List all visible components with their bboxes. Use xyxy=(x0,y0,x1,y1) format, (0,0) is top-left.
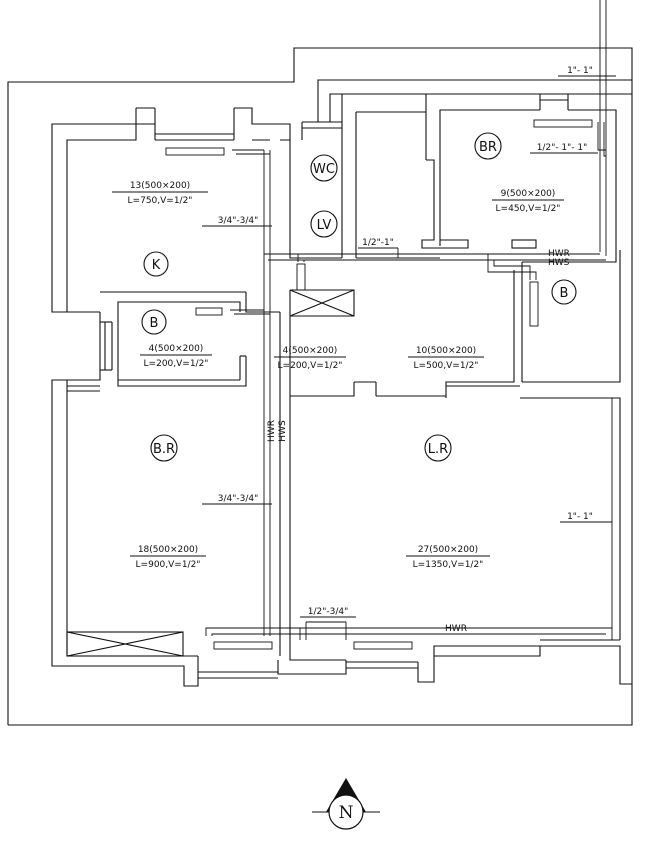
room-circle-bedroom-2 xyxy=(150,434,178,462)
room-circle-bath-1 xyxy=(141,309,167,335)
room-label-living-room: L.R xyxy=(428,442,448,457)
pipe-label-supply-vertical: HWS xyxy=(278,420,288,442)
radiator-detail-living-room: L=1350,V=1/2" xyxy=(413,560,484,570)
room-circle-kitchen xyxy=(143,251,169,277)
room-label-kitchen: K xyxy=(152,258,161,273)
pipe-label-return-vertical: HWR xyxy=(267,420,277,442)
radiator-spec-bedroom-1: 9(500×200) xyxy=(501,189,556,199)
room-circle-bath-2 xyxy=(551,279,577,305)
radiator-spec-bedroom-2: 18(500×200) xyxy=(138,545,198,555)
radiator-spec-hall-right: 10(500×200) xyxy=(416,346,476,356)
radiator-detail-bedroom-1: L=450,V=1/2" xyxy=(496,204,561,214)
room-circle-wc xyxy=(310,154,338,182)
radiator-spec-kitchen: 13(500×200) xyxy=(130,181,190,191)
pipe-size-kitchen: 3/4"-3/4" xyxy=(218,216,259,226)
room-label-wc: WC xyxy=(313,162,335,177)
radiator-spec-bath: 4(500×200) xyxy=(149,344,204,354)
room-label-bedroom-1: BR xyxy=(479,140,497,155)
room-circle-lavatory xyxy=(310,210,338,238)
radiator-annotations: 13(500×200) L=750,V=1/2" 4(500×200) L=20… xyxy=(112,181,564,570)
room-circle-living-room xyxy=(424,434,452,462)
pipe-size-annotations: 1"- 1" 1/2"- 1"- 1" 3/4"-3/4" 1/2"-1" 3/… xyxy=(202,66,598,618)
radiator-detail-hall-right: L=500,V=1/2" xyxy=(414,361,479,371)
radiator-detail-bedroom-2: L=900,V=1/2" xyxy=(136,560,201,570)
room-label-bath-2: B xyxy=(560,286,569,301)
compass-circle xyxy=(328,794,364,830)
pipe-size-bottom: 1/2"-3/4" xyxy=(308,607,349,617)
pipe-size-riser-top: 1"- 1" xyxy=(567,66,593,76)
room-labels: K B B WC LV BR B.R L.R xyxy=(141,132,577,462)
compass-label: N xyxy=(339,803,354,823)
pipe-size-bedroom-2: 3/4"-3/4" xyxy=(218,494,259,504)
pipe-size-living-room: 1"- 1" xyxy=(567,512,593,522)
pipe-label-supply: HWS xyxy=(548,258,570,268)
radiator-spec-living-room: 27(500×200) xyxy=(418,545,478,555)
pipe-size-wc-branch: 1/2"-1" xyxy=(362,238,394,248)
room-label-bath-1: B xyxy=(150,316,159,331)
radiator-detail-hall: L=200,V=1/2" xyxy=(278,361,343,371)
pipe-label-return: HWR xyxy=(548,249,570,259)
room-label-lavatory: LV xyxy=(317,218,332,233)
radiator-detail-bath: L=200,V=1/2" xyxy=(144,359,209,369)
pipe-size-bedroom-1: 1/2"- 1"- 1" xyxy=(537,143,588,153)
piping xyxy=(165,0,616,650)
pipe-labels: HWR HWS HWR HWS HWR xyxy=(267,249,570,634)
radiator-detail-kitchen: L=750,V=1/2" xyxy=(128,196,193,206)
radiator-spec-hall: 4(500×200) xyxy=(283,346,338,356)
exterior-walls xyxy=(51,79,632,687)
pipe-label-bottom-return: HWR xyxy=(445,624,467,634)
site-boundary xyxy=(7,47,633,726)
north-compass: N xyxy=(312,778,380,830)
room-label-bedroom-2: B.R xyxy=(153,442,175,457)
room-circle-bedroom-1 xyxy=(474,132,502,160)
